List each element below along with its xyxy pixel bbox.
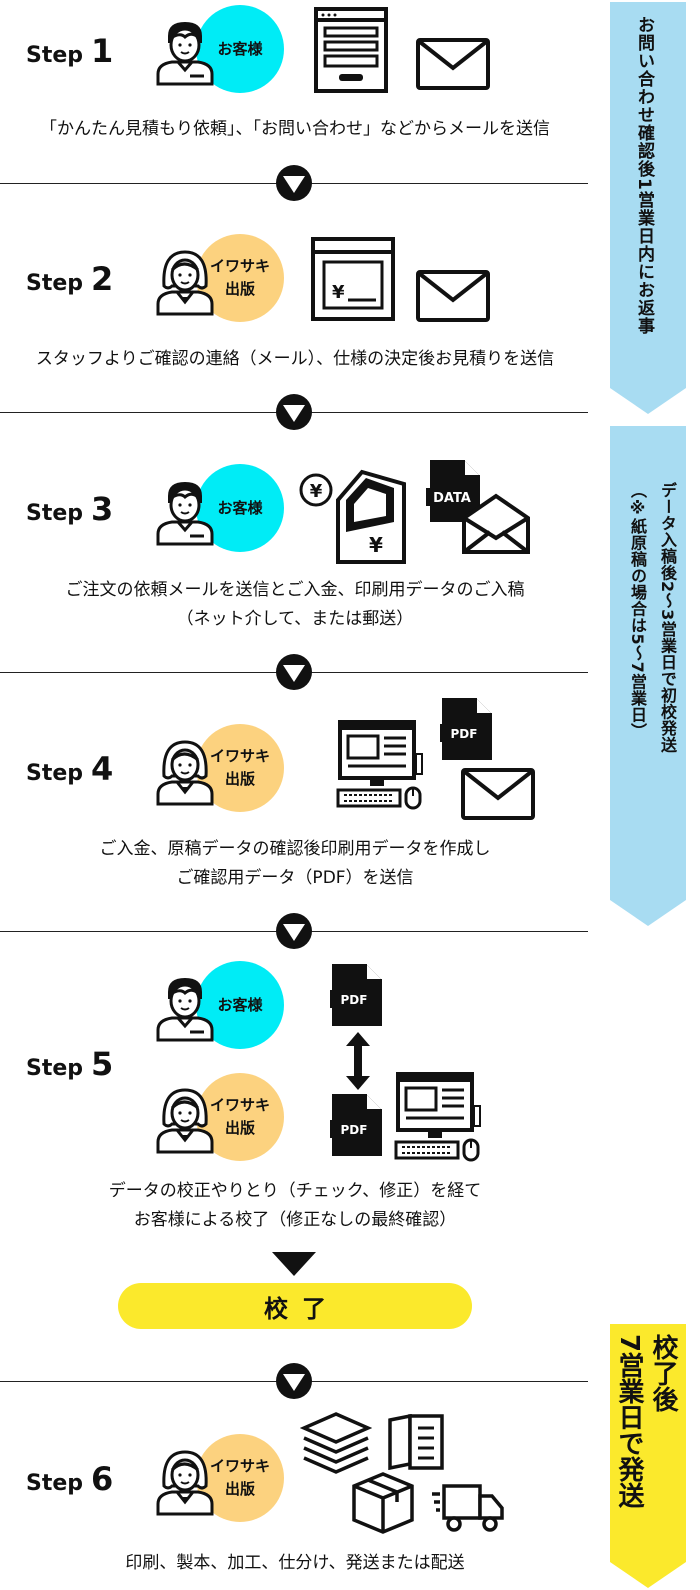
down-arrow-icon <box>276 165 312 201</box>
staff-person-icon <box>156 1450 214 1516</box>
delivery-truck-icon <box>432 1484 504 1532</box>
package-box-icon <box>352 1472 414 1534</box>
customer-person-icon <box>156 480 214 546</box>
step-2-caption: スタッフよりご確認の連絡（メール）、仕様の決定後お見積りを送信 <box>35 349 555 369</box>
atm-icon: ¥ <box>336 469 406 564</box>
data-file-icon: DATA <box>426 460 480 522</box>
down-arrow-icon <box>276 394 312 430</box>
envelope-icon <box>416 270 490 322</box>
side-banner-1 <box>610 2 686 414</box>
estimate-window-icon: ¥ <box>311 237 395 321</box>
side-banner-1-text: お問い合わせ確認後1営業日内にお返事 <box>634 16 654 335</box>
down-arrow-icon <box>276 654 312 690</box>
staff-badge: イワサキ出版 <box>196 234 284 322</box>
double-arrow-icon <box>346 1032 370 1090</box>
staff-person-icon <box>156 1088 214 1154</box>
yen-coin-icon: ¥ <box>299 473 333 507</box>
pdf-file-icon: PDF <box>330 963 383 1027</box>
down-arrow-icon <box>276 1363 312 1399</box>
step-3-caption: ご注文の依頼メールを送信とご入金、印刷用データのご入稿 （ネット介して、または郵… <box>65 580 525 629</box>
side-banner-3 <box>610 1324 686 1588</box>
envelope-icon <box>461 768 535 820</box>
data-label: DATA <box>433 491 471 506</box>
staff-person-icon <box>156 250 214 316</box>
yen-label: ¥ <box>332 282 345 303</box>
side-banner-2-text: データ入稿後2～3営業日で初校発送（※紙原稿の場合は5～7営業日） <box>628 482 677 753</box>
triangle-down-icon <box>272 1252 316 1276</box>
customer-person-icon <box>156 976 214 1042</box>
step-1-caption: 「かんたん見積もり依頼」、「お問い合わせ」などからメールを送信 <box>40 119 550 139</box>
computer-icon <box>394 1072 482 1162</box>
kouryo-bar: 校了 <box>118 1283 472 1329</box>
side-banner-2 <box>610 426 686 926</box>
pdf-label: PDF <box>341 993 368 1007</box>
book-icon <box>388 1414 444 1470</box>
down-arrow-icon <box>276 913 312 949</box>
computer-icon <box>336 720 424 810</box>
yen-label: ¥ <box>369 533 383 557</box>
step-5-caption: データの校正やりとり（チェック、修正）を経て お客様による校了（修正なしの最終確… <box>108 1181 482 1230</box>
pdf-file-icon: PDF <box>330 1093 383 1157</box>
pdf-label: PDF <box>341 1123 368 1137</box>
customer-person-icon <box>156 20 214 86</box>
web-form-icon <box>314 7 388 93</box>
envelope-icon <box>416 38 490 90</box>
pdf-file-icon: PDF <box>440 697 493 761</box>
open-envelope-icon <box>462 493 530 554</box>
paper-stack-icon <box>300 1412 372 1474</box>
step-6-caption: 印刷、製本、加工、仕分け、発送または配送 <box>125 1553 465 1573</box>
pdf-label: PDF <box>451 727 478 741</box>
step-4-caption: ご入金、原稿データの確認後印刷用データを作成し ご確認用データ（PDF）を送信 <box>99 839 491 888</box>
staff-person-icon <box>156 740 214 806</box>
yen-label: ¥ <box>310 481 323 502</box>
